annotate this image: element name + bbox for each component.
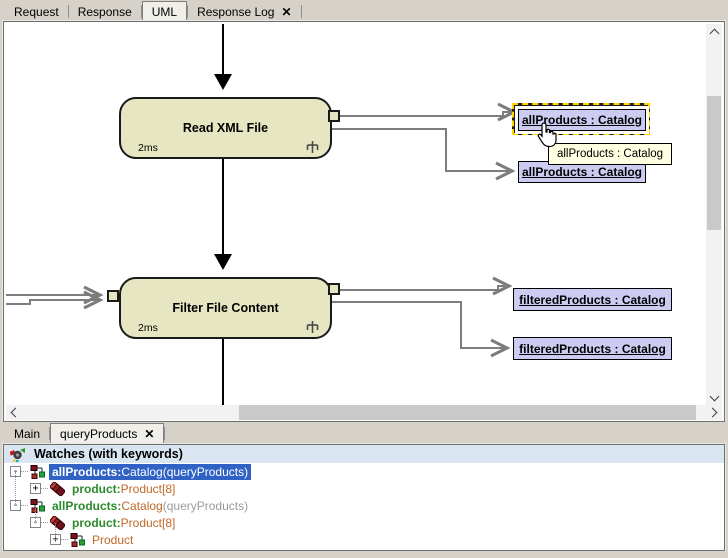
tab-queryproducts-label: queryProducts <box>60 427 137 441</box>
chevron-right-icon <box>708 408 718 418</box>
watch-row-product-type[interactable]: + Product <box>4 531 724 548</box>
tab-response-log-label: Response Log <box>197 5 274 19</box>
vertical-scroll-thumb[interactable] <box>707 96 721 230</box>
tab-main[interactable]: Main <box>5 425 49 443</box>
horizontal-scrollbar[interactable] <box>6 405 722 420</box>
uml-diagram-panel: Read XML File 2ms Filter File Content 2m… <box>3 21 725 422</box>
close-tab-icon[interactable]: ✕ <box>281 6 291 18</box>
output-port[interactable] <box>328 283 340 295</box>
vertical-scrollbar[interactable] <box>706 24 722 405</box>
tree-stub <box>41 522 48 523</box>
product-objects-icon <box>50 482 65 496</box>
object-label-filteredproducts-2[interactable]: filteredProducts : Catalog <box>513 337 672 360</box>
watch-name: allProducts: <box>52 499 121 513</box>
top-tab-strip: Request Response UML Response Log ✕ <box>0 0 728 21</box>
horizontal-scroll-thumb[interactable] <box>239 405 696 420</box>
activity-duration: 2ms <box>138 142 158 154</box>
close-tab-icon[interactable]: ✕ <box>144 428 154 440</box>
watch-row-product-2[interactable]: - product: Product[8] <box>4 514 724 531</box>
tab-response-log[interactable]: Response Log ✕ <box>188 3 300 21</box>
tree-guide-line <box>55 523 56 540</box>
scroll-up-button[interactable] <box>706 24 722 39</box>
tab-main-label: Main <box>14 427 40 441</box>
uml-canvas[interactable]: Read XML File 2ms Filter File Content 2m… <box>6 24 706 405</box>
watch-row-product-1[interactable]: + product: Product[8] <box>4 480 724 497</box>
watch-extra: (queryProducts) <box>163 499 248 513</box>
expand-toggle[interactable]: + <box>30 483 41 494</box>
watch-extra: (queryProducts) <box>163 465 248 479</box>
tree-stub <box>41 488 48 489</box>
class-node-icon <box>70 533 85 547</box>
tab-response-label: Response <box>78 5 132 19</box>
object-label-text: filteredProducts : Catalog <box>519 342 666 356</box>
object-label-text: filteredProducts : Catalog <box>519 293 666 307</box>
tooltip-text: allProducts : Catalog <box>557 148 663 160</box>
watch-type: Catalog <box>121 465 162 479</box>
tree-stub <box>61 539 68 540</box>
bottom-status-strip <box>0 551 728 558</box>
tab-request-label: Request <box>14 5 59 19</box>
activity-duration: 2ms <box>138 322 158 334</box>
tooltip: allProducts : Catalog <box>548 143 672 165</box>
input-port[interactable] <box>107 290 119 302</box>
hand-cursor-icon <box>536 122 558 148</box>
activity-name: Read XML File <box>183 121 268 135</box>
activity-name: Filter File Content <box>172 301 278 315</box>
watch-type: Product <box>92 533 133 547</box>
catalog-node-icon <box>30 465 45 479</box>
catalog-node-icon <box>30 499 45 513</box>
tab-request[interactable]: Request <box>5 3 68 21</box>
object-label-text: allProducts : Catalog <box>522 165 642 179</box>
watch-type: Catalog <box>121 499 162 513</box>
bottom-tab-strip: Main queryProducts ✕ <box>0 422 728 443</box>
scroll-left-button[interactable] <box>6 405 22 420</box>
rake-subactivity-icon <box>306 141 319 153</box>
object-label-filteredproducts-1[interactable]: filteredProducts : Catalog <box>513 288 672 311</box>
watch-row-allproducts-1[interactable]: - allProducts: Catalog(queryProducts) <box>4 463 724 480</box>
scroll-down-button[interactable] <box>706 390 722 405</box>
watches-header: Watches (with keywords) <box>4 445 724 463</box>
tab-separator <box>164 427 165 440</box>
watch-name: product: <box>72 516 121 530</box>
scroll-right-button[interactable] <box>706 405 722 420</box>
rake-subactivity-icon <box>306 321 319 333</box>
activity-filter-file-content[interactable]: Filter File Content 2ms <box>119 277 332 339</box>
tab-separator <box>301 5 302 18</box>
watch-row-text: allProducts: Catalog(queryProducts) <box>49 498 251 514</box>
watch-row-allproducts-2[interactable]: - allProducts: Catalog(queryProducts) <box>4 497 724 514</box>
watch-name: allProducts: <box>52 465 121 479</box>
watches-icon <box>10 447 25 462</box>
watch-row-text: product: Product[8] <box>69 515 178 531</box>
tab-response[interactable]: Response <box>69 3 141 21</box>
chevron-left-icon <box>11 408 21 418</box>
watch-row-text: product: Product[8] <box>69 481 178 497</box>
tree-guide-line <box>15 472 16 506</box>
tab-uml[interactable]: UML <box>142 1 187 21</box>
chevron-down-icon <box>709 391 719 401</box>
watches-panel: Watches (with keywords) - allProducts: C… <box>3 444 725 551</box>
chevron-up-icon <box>709 28 719 38</box>
watches-tree: - allProducts: Catalog(queryProducts) + <box>4 463 724 548</box>
watch-name: product: <box>72 482 121 496</box>
tree-stub <box>21 471 28 472</box>
activity-read-xml-file[interactable]: Read XML File 2ms <box>119 97 332 159</box>
output-port[interactable] <box>328 110 340 122</box>
tab-uml-label: UML <box>152 5 177 19</box>
tab-queryproducts[interactable]: queryProducts ✕ <box>50 423 164 443</box>
watch-type: Product[8] <box>121 482 176 496</box>
watch-row-text: allProducts: Catalog(queryProducts) <box>49 464 251 480</box>
tree-stub <box>21 505 28 506</box>
product-objects-icon <box>50 516 65 530</box>
tree-guide-line <box>35 506 36 523</box>
watch-type: Product[8] <box>121 516 176 530</box>
watch-row-text: Product <box>89 532 136 548</box>
watches-title: Watches (with keywords) <box>34 447 183 461</box>
